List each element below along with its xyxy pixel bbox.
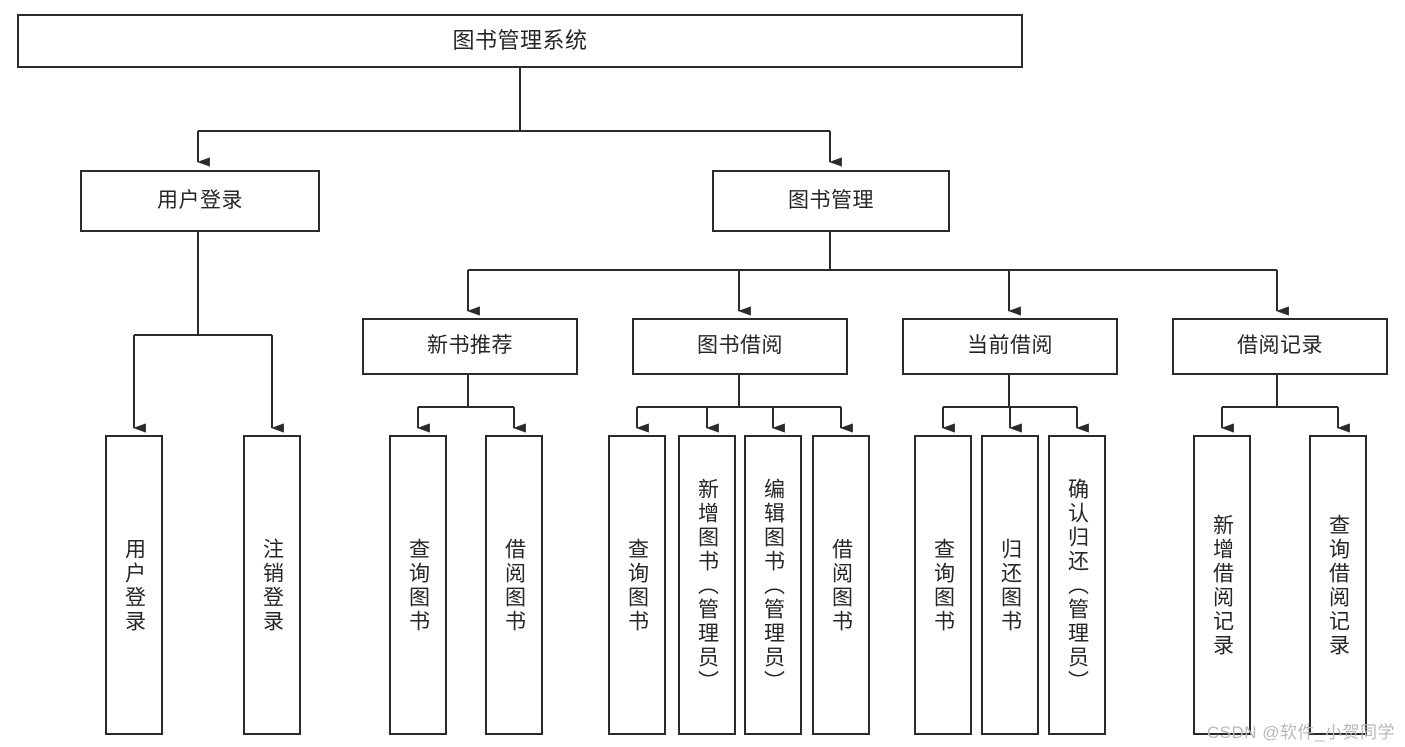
leaf-user-login[interactable]: 用户登录 bbox=[105, 435, 163, 735]
node-label: 用户登录 bbox=[122, 538, 146, 634]
node-label: 图书管理 bbox=[788, 188, 874, 212]
leaf-query-book-recommend[interactable]: 查询图书 bbox=[389, 435, 447, 735]
node-borrow-record[interactable]: 借阅记录 bbox=[1172, 318, 1388, 375]
node-label: 图书管理系统 bbox=[452, 28, 588, 54]
node-label: 借阅图书 bbox=[829, 538, 853, 634]
node-label: 注销登录 bbox=[260, 538, 284, 634]
watermark: CSDN @软件_小贺同学 bbox=[1206, 723, 1395, 742]
node-label: 查询图书 bbox=[625, 538, 649, 634]
node-label: 新书推荐 bbox=[427, 334, 513, 358]
leaf-edit-book-admin[interactable]: 编辑图书（管理员） bbox=[744, 435, 802, 735]
node-label: 新增图书（管理员） bbox=[695, 478, 719, 694]
node-label: 借阅记录 bbox=[1237, 334, 1323, 358]
leaf-add-borrow-record[interactable]: 新增借阅记录 bbox=[1193, 435, 1251, 735]
leaf-return-book[interactable]: 归还图书 bbox=[981, 435, 1039, 735]
leaf-confirm-return-admin[interactable]: 确认归还（管理员） bbox=[1048, 435, 1106, 735]
node-user-login[interactable]: 用户登录 bbox=[80, 170, 320, 232]
node-label: 查询图书 bbox=[931, 538, 955, 634]
node-label: 当前借阅 bbox=[967, 334, 1053, 358]
node-label: 借阅图书 bbox=[502, 538, 526, 634]
node-current-borrow[interactable]: 当前借阅 bbox=[902, 318, 1118, 375]
leaf-query-borrow-record[interactable]: 查询借阅记录 bbox=[1309, 435, 1367, 735]
leaf-borrow-book-recommend[interactable]: 借阅图书 bbox=[485, 435, 543, 735]
node-root-system[interactable]: 图书管理系统 bbox=[17, 14, 1023, 68]
leaf-logout[interactable]: 注销登录 bbox=[243, 435, 301, 735]
leaf-query-book-current[interactable]: 查询图书 bbox=[914, 435, 972, 735]
node-label: 查询图书 bbox=[406, 538, 430, 634]
node-book-borrow[interactable]: 图书借阅 bbox=[632, 318, 848, 375]
leaf-query-book-borrow[interactable]: 查询图书 bbox=[608, 435, 666, 735]
leaf-add-book-admin[interactable]: 新增图书（管理员） bbox=[678, 435, 736, 735]
node-book-management[interactable]: 图书管理 bbox=[712, 170, 950, 232]
leaf-borrow-book[interactable]: 借阅图书 bbox=[812, 435, 870, 735]
node-new-book-recommend[interactable]: 新书推荐 bbox=[362, 318, 578, 375]
node-label: 图书借阅 bbox=[697, 334, 783, 358]
node-label: 新增借阅记录 bbox=[1210, 514, 1234, 658]
node-label: 查询借阅记录 bbox=[1326, 514, 1350, 658]
node-label: 确认归还（管理员） bbox=[1065, 478, 1089, 694]
node-label: 编辑图书（管理员） bbox=[761, 478, 785, 694]
node-label: 用户登录 bbox=[157, 188, 243, 212]
node-label: 归还图书 bbox=[998, 538, 1022, 634]
